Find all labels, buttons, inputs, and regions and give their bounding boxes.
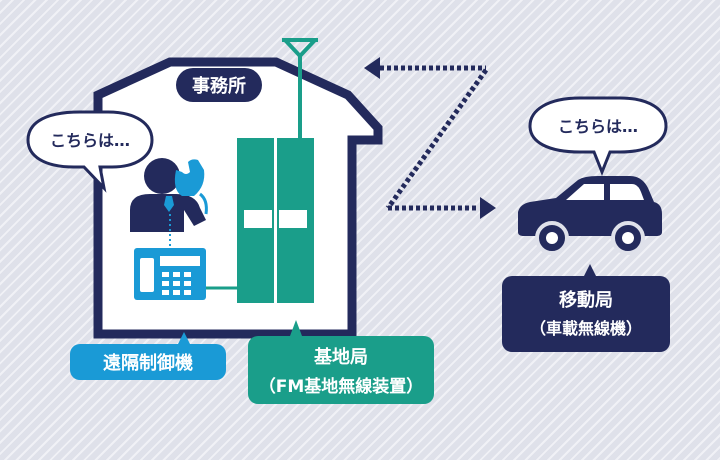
speech-bubble-car-text: こちらは…: [558, 117, 638, 136]
base-station-sublabel-text: （FM基地無線装置）: [259, 376, 424, 397]
base-station-cabinet: [237, 138, 314, 303]
speech-bubble-car: こちらは…: [528, 96, 668, 177]
radio-link-arrows: [380, 65, 489, 211]
person-on-phone-icon: [130, 158, 208, 248]
mobile-station-sublabel-text: （車載無線機）: [530, 319, 642, 338]
arrow-head-right: [480, 197, 496, 219]
mobile-station-label: 移動局 （車載無線機）: [502, 264, 670, 352]
mobile-station-label-text: 移動局: [559, 289, 613, 311]
speech-bubble-office: こちらは…: [26, 110, 154, 193]
office-label: 事務所: [176, 68, 262, 102]
remote-controller-label-text: 遠隔制御機: [103, 352, 193, 374]
antenna-icon: [282, 38, 318, 140]
remote-controller-label: 遠隔制御機: [70, 332, 226, 380]
desk-phone-icon: [134, 248, 206, 300]
car-icon: [518, 176, 662, 255]
office-label-text: 事務所: [192, 75, 246, 97]
base-station-label: 基地局 （FM基地無線装置）: [248, 320, 434, 404]
arrow-head-left: [364, 57, 380, 79]
speech-bubble-office-text: こちらは…: [50, 131, 130, 150]
base-station-label-text: 基地局: [313, 346, 368, 368]
